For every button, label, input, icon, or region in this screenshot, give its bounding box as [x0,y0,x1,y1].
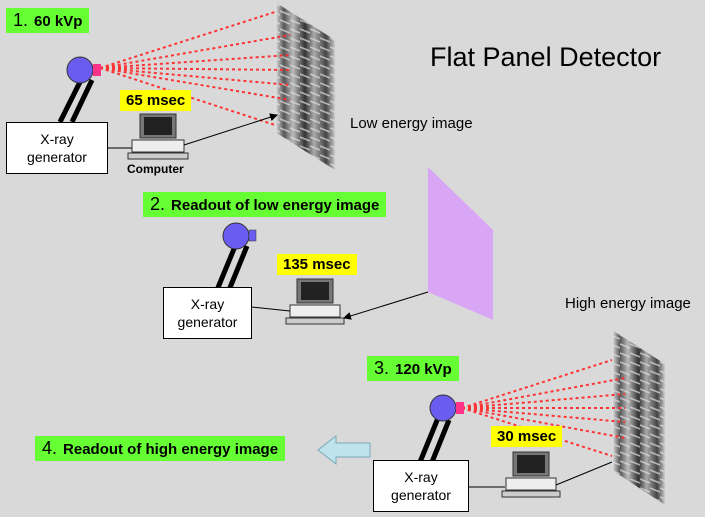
timing-badge-1: 65 msec [120,90,192,111]
step-3-badge: 3. 120 kVp [367,356,459,381]
timing-badge-2: 135 msec [277,254,357,275]
computer-icon [127,113,189,160]
step-1-text: 60 kVp [34,13,83,30]
xray-generator-box-1: X-ray generator [6,122,108,174]
step-2-number: 2. [150,194,166,214]
generator-label-line2: generator [27,149,87,165]
generator-label-line1: X-ray [190,296,225,312]
computer-icon [501,451,561,498]
chest-xray-image-low [275,2,335,170]
xray-generator-box-3: X-ray generator [373,460,469,512]
step-3-number: 3. [374,358,390,378]
step-4-text: Readout of high energy image [63,441,279,458]
generator-label-line1: X-ray [404,469,438,485]
connector-computer-image-3 [555,461,613,486]
step-4-number: 4. [42,438,58,458]
connector-computer-image-1 [183,113,278,146]
flat-panel-detector [428,167,493,320]
left-arrow-icon [317,434,371,466]
chest-xray-image-high [612,330,665,505]
step-4-badge: 4. Readout of high energy image [35,436,286,461]
scene-3-high-energy [317,330,665,505]
generator-label-line2: generator [391,487,451,503]
step-1-badge: 1. 60 kVp [6,8,90,33]
step-1-number: 1. [13,10,29,30]
computer-label: Computer [127,162,184,176]
step-3-text: 120 kVp [395,361,452,378]
xray-generator-box-2: X-ray generator [163,287,252,339]
page-title: Flat Panel Detector [430,42,662,72]
connector-detector-computer [343,291,429,320]
generator-label-line1: X-ray [40,131,74,147]
xray-tube-icon [417,394,464,463]
low-energy-label: Low energy image [350,115,473,132]
step-2-text: Readout of low energy image [171,197,380,214]
connector-gen-computer-2 [250,306,291,312]
step-2-badge: 2. Readout of low energy image [143,192,387,217]
generator-label-line2: generator [177,314,238,330]
scene-1-low-energy [57,2,335,170]
high-energy-label: High energy image [565,295,691,312]
scene-2-readout-low [214,167,493,325]
computer-icon [285,278,345,325]
xray-tube-icon [214,222,257,291]
xray-tube-icon [57,56,101,124]
timing-badge-3: 30 msec [491,426,563,447]
